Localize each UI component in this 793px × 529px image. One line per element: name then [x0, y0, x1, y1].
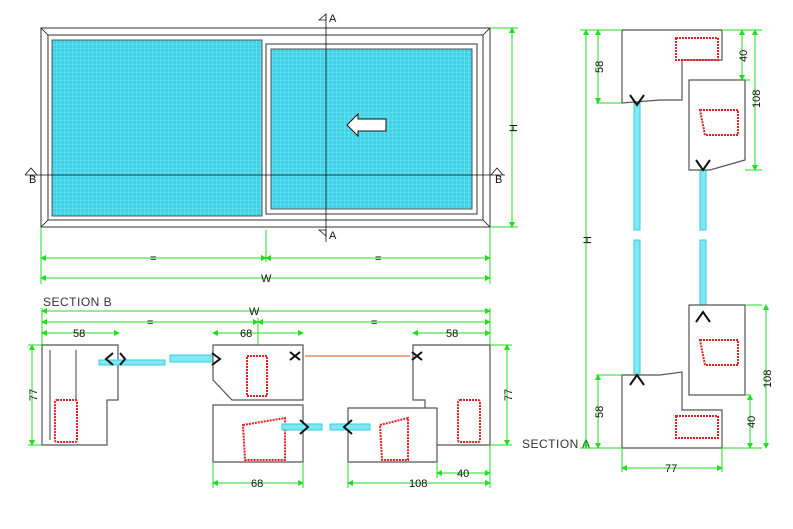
- glass-fixed-vertical: [633, 84, 641, 231]
- section-b-equal-left: =: [147, 317, 153, 329]
- equal-dimension-left: =: [150, 253, 156, 265]
- dim-sash-bottom: 68: [251, 478, 263, 490]
- section-marker-a-bottom-icon: [317, 229, 327, 237]
- elevation-view: A A B B H = = W: [24, 13, 520, 285]
- fixed-pane-glass: [51, 39, 263, 217]
- slide-direction-arrow-icon: [346, 112, 387, 138]
- section-marker-a-top-icon: [317, 13, 327, 21]
- dim-bottom-sash: 108: [762, 370, 774, 388]
- dim-frame-left: 58: [73, 328, 85, 340]
- dim-top-sash: 108: [751, 90, 763, 108]
- section-a-title: SECTION A: [522, 437, 591, 451]
- dim-frame-right: 58: [446, 328, 458, 340]
- dim-height-right: 77: [503, 389, 515, 401]
- dim-offset: 40: [457, 468, 469, 480]
- width-dimension: W: [261, 273, 272, 285]
- dim-height-left: 77: [28, 389, 40, 401]
- dim-interlock: 68: [240, 328, 252, 340]
- dim-top-offset: 40: [738, 50, 750, 62]
- sash-bottom-left-profile: [212, 404, 304, 463]
- section-marker-a-top: A: [329, 13, 337, 25]
- head-frame-profile: [621, 29, 723, 104]
- dim-bottom-frame: 58: [594, 406, 606, 418]
- section-marker-b-left: B: [29, 174, 36, 186]
- head-sash-profile: [688, 79, 746, 171]
- height-dimension: H: [508, 124, 520, 132]
- section-marker-a-bottom: A: [329, 230, 337, 242]
- section-b-title: SECTION B: [43, 295, 112, 309]
- sash-bottom-right-profile: [347, 407, 438, 463]
- equal-dimension-right: =: [375, 253, 381, 265]
- sill-frame-profile: [621, 371, 723, 449]
- section-marker-b-left-icon: [24, 167, 38, 176]
- section-b-view: SECTION B W = = 58 68 58: [28, 295, 515, 490]
- section-marker-b-right: B: [495, 174, 502, 186]
- dim-sash-right: 108: [409, 478, 427, 490]
- section-marker-b-right-icon: [490, 167, 504, 176]
- section-a-view: SECTION A H 58 58 40 108 108 40: [522, 29, 774, 475]
- dim-top-frame: 58: [594, 61, 606, 73]
- dim-bottom-offset: 40: [746, 416, 758, 428]
- dim-depth: 77: [665, 463, 677, 475]
- section-b-width: W: [249, 306, 260, 318]
- interlock-profile: [212, 344, 304, 401]
- section-b-equal-right: =: [371, 317, 377, 329]
- section-a-height: H: [582, 236, 594, 244]
